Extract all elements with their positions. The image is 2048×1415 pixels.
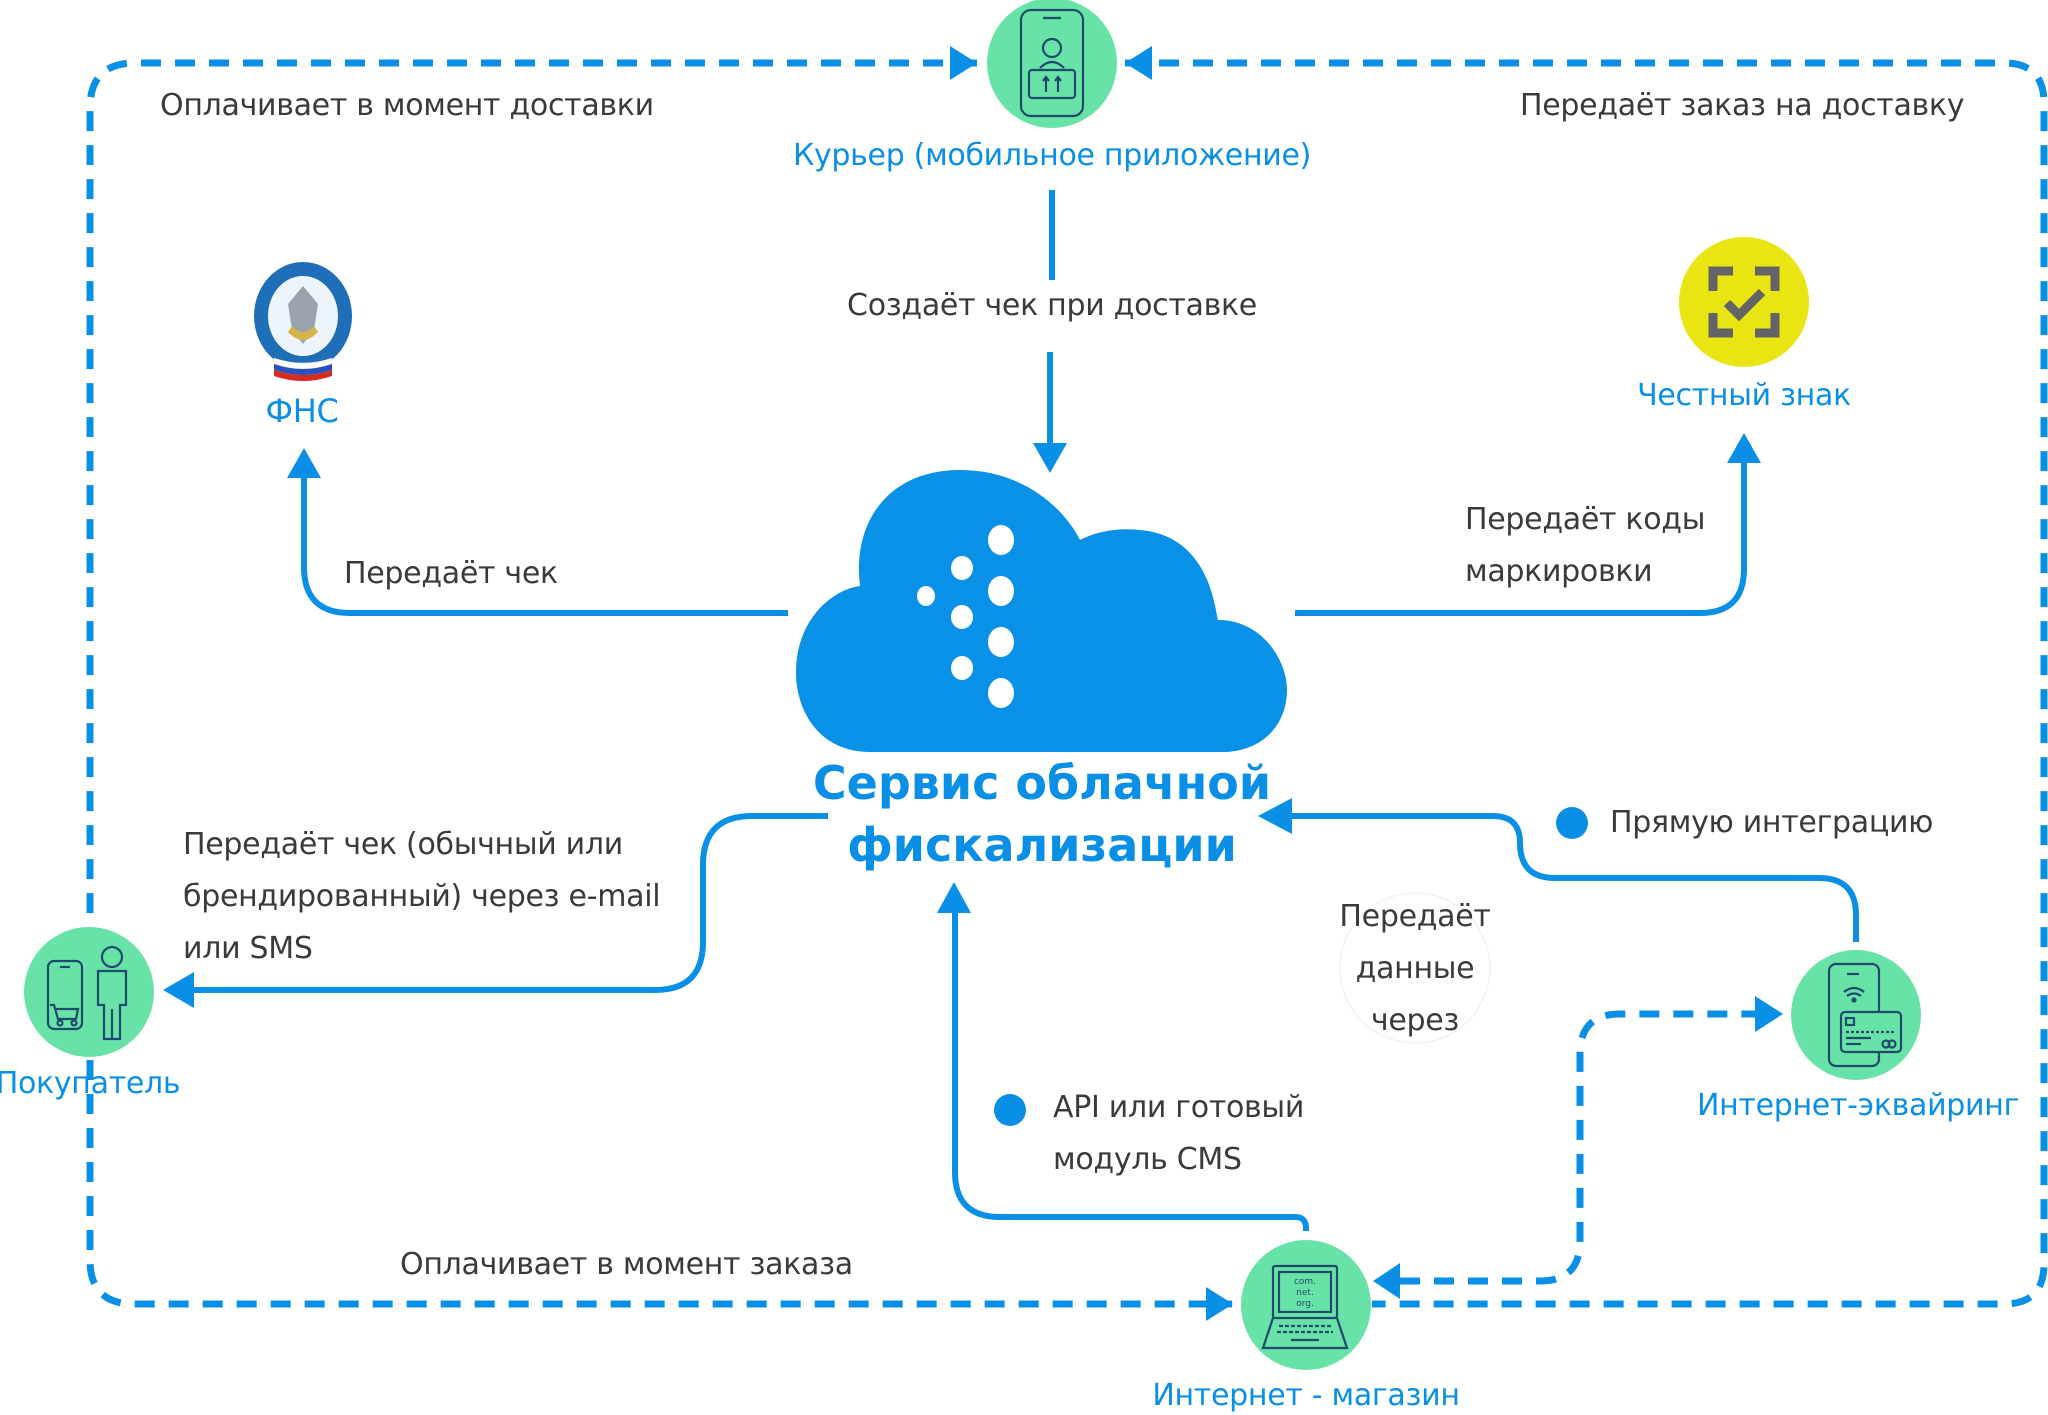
shop-screen-text-1: com.	[1294, 1277, 1316, 1287]
label-creates-receipt: Создаёт чек при доставке	[847, 288, 1257, 323]
label-receipt-to-buyer-line3: или SMS	[183, 931, 313, 966]
label-passes-order: Передаёт заказ на доставку	[1520, 88, 1965, 123]
laptop-icon: com. net. org.	[1261, 1264, 1349, 1350]
label-direct-integration: Прямую интеграцию	[1610, 805, 1934, 840]
label-pays-on-delivery: Оплачивает в момент доставки	[160, 88, 654, 123]
buyer-node	[24, 927, 154, 1057]
label-receipt-to-buyer: Передаёт чек (обычный или брендированный…	[183, 819, 661, 975]
label-passes-data-line1: Передаёт	[1339, 899, 1491, 934]
znak-node	[1679, 237, 1809, 367]
label-receipt-to-buyer-line1: Передаёт чек (обычный или	[183, 827, 623, 862]
line-cloud-buyer	[190, 813, 828, 993]
check-scan-icon	[1708, 266, 1780, 338]
center-title: Сервис облачной фискализации	[813, 752, 1271, 876]
label-passes-data: Передаёт данные через	[1339, 891, 1490, 1047]
fns-emblem-icon	[254, 262, 352, 381]
buyer-label: Покупатель	[0, 1066, 181, 1101]
arrowhead-cloud-top	[1033, 443, 1067, 473]
shop-label: Интернет - магазин	[1152, 1378, 1460, 1413]
buyer-person-cart-icon	[46, 945, 128, 1041]
arrowhead-fns	[287, 448, 321, 478]
arrowhead-shop-right	[1373, 1263, 1400, 1299]
line-shop-cloud	[952, 910, 1309, 1231]
line-cloud-znak	[1295, 461, 1747, 616]
label-api-cms-line2: модуль CMS	[1053, 1142, 1242, 1177]
outer-dashed-loop	[1125, 59, 2048, 1308]
courier-phone-icon	[1019, 8, 1085, 118]
center-title-line1: Сервис облачной	[812, 756, 1272, 810]
acquiring-label: Интернет-эквайринг	[1696, 1088, 2020, 1123]
arrowhead-shop-left	[1206, 1287, 1233, 1321]
courier-label: Курьер (мобильное приложение)	[792, 138, 1312, 173]
line-cloud-fns	[301, 476, 788, 616]
znak-label: Честный знак	[1637, 378, 1851, 413]
arrowhead-buyer	[163, 972, 194, 1008]
arrowhead-courier-left	[950, 46, 977, 80]
label-passes-codes-line1: Передаёт коды	[1465, 502, 1706, 537]
courier-node	[987, 0, 1117, 128]
shop-node: com. net. org.	[1241, 1240, 1371, 1370]
center-title-line2: фискализации	[847, 818, 1237, 872]
label-api-cms-line1: API или готовый	[1053, 1090, 1305, 1125]
label-passes-receipt: Передаёт чек	[344, 556, 558, 591]
label-passes-codes-line2: маркировки	[1465, 554, 1653, 589]
arrowhead-cloud-bottom	[937, 882, 971, 913]
label-pays-on-order: Оплачивает в момент заказа	[400, 1247, 853, 1282]
line-acquiring-cloud	[1290, 813, 1859, 942]
label-passes-data-line2: данные	[1355, 951, 1475, 986]
label-api-cms: API или готовый модуль CMS	[1053, 1082, 1304, 1186]
cloud-icon	[796, 470, 1287, 752]
shop-screen-text-2: net.	[1296, 1288, 1314, 1298]
fns-emblem	[252, 260, 354, 388]
label-passes-codes: Передаёт коды маркировки	[1465, 494, 1705, 598]
acquiring-phone-card-icon	[1827, 962, 1903, 1068]
dashed-acquiring-shop	[1400, 1010, 1755, 1285]
label-passes-data-line3: через	[1370, 1003, 1460, 1038]
shop-screen-text-3: org.	[1296, 1299, 1314, 1309]
arrowhead-courier-right	[1125, 46, 1152, 80]
acquiring-node	[1791, 950, 1921, 1080]
bullet-api-cms	[994, 1094, 1026, 1126]
label-receipt-to-buyer-line2: брендированный) через e-mail	[183, 879, 661, 914]
arrowhead-acquiring	[1755, 996, 1783, 1032]
passes-data-backdrop	[1339, 892, 1491, 1044]
arrowhead-znak	[1727, 433, 1761, 463]
arrowhead-cloud-right	[1258, 798, 1292, 834]
fns-label: ФНС	[265, 392, 339, 430]
bullet-direct-integration	[1556, 807, 1588, 839]
